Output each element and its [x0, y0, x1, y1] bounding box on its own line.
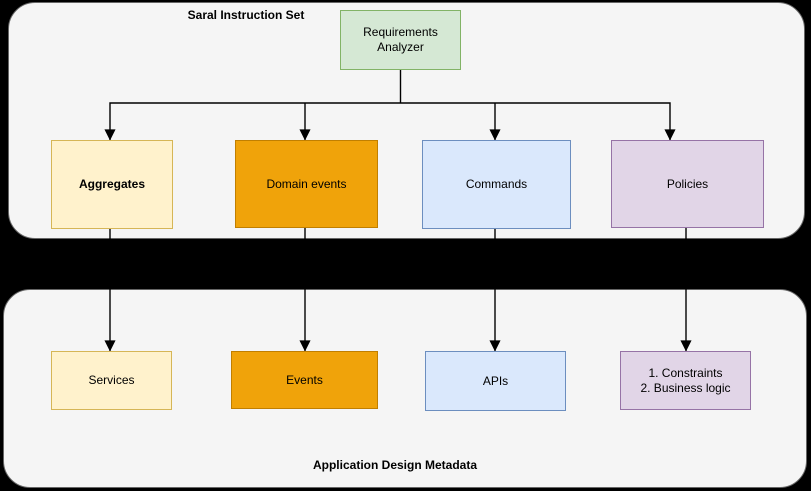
node-label: 1. Constraints — [648, 365, 723, 380]
node-label: Aggregates — [78, 177, 146, 191]
node-events: Events — [231, 351, 378, 409]
node-label: Domain events — [266, 176, 347, 191]
node-label: 2. Business logic — [640, 380, 731, 395]
node-domain-events: Domain events — [235, 140, 378, 228]
node-commands: Commands — [422, 140, 571, 229]
node-policies: Policies — [611, 140, 764, 228]
node-label: Commands — [465, 177, 528, 191]
node-label: Policies — [666, 176, 709, 191]
node-requirements-analyzer: Requirements Analyzer — [340, 10, 461, 70]
design-metadata-title: Application Design Metadata — [312, 458, 478, 472]
node-label: APIs — [482, 373, 509, 388]
node-apis: APIs — [425, 351, 566, 411]
node-services: Services — [51, 351, 172, 410]
node-constraints-business-logic: 1. Constraints 2. Business logic — [620, 351, 751, 410]
edge-branch-bar — [104, 102, 676, 141]
node-label: Analyzer — [377, 40, 424, 54]
node-label: Requirements — [363, 25, 438, 39]
node-label: Events — [286, 372, 323, 387]
instruction-set-title: Saral Instruction Set — [187, 8, 305, 22]
node-label: Services — [88, 373, 135, 387]
node-aggregates: Aggregates — [51, 140, 173, 229]
